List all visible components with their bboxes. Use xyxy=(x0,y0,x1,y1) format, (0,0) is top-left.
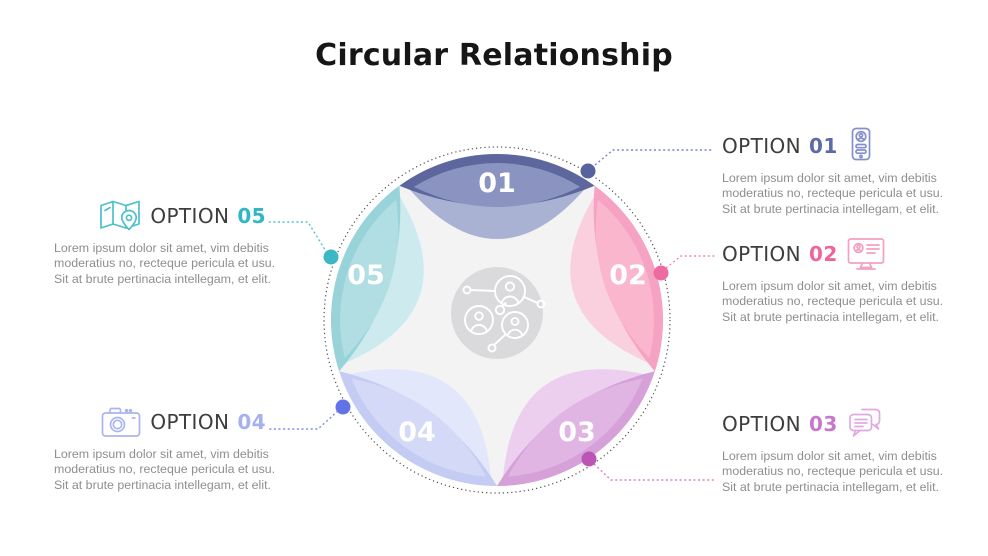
body-line: Sit at brute pertinacia intellegam, et e… xyxy=(54,477,271,492)
option-05-header: OPTION 05 xyxy=(48,196,266,236)
dotted-ring xyxy=(323,146,671,494)
option-01-number: 01 xyxy=(809,134,838,158)
petal-04 xyxy=(339,369,498,487)
petal-05 xyxy=(330,185,424,372)
option-04-block: OPTION 04 Lorem ipsum dolor sit amet, vi… xyxy=(48,402,276,493)
option-03-body: Lorem ipsum dolor sit amet, vim debitis … xyxy=(722,449,944,495)
body-line: Sit at brute pertinacia intellegam, et e… xyxy=(722,309,939,324)
option-01-block: OPTION 01 Lorem ipsum dolor sit amet, vi… xyxy=(722,126,944,217)
option-03-block: OPTION 03 Lorem ipsum dolor sit amet, vi… xyxy=(722,404,944,495)
body-line: Lorem ipsum dolor sit amet, vim debitis xyxy=(722,279,937,293)
body-line: moderatius no, recteque pericula et usu. xyxy=(722,294,944,309)
connector-01 xyxy=(594,149,712,166)
option-05-block: OPTION 05 Lorem ipsum dolor sit amet, vi… xyxy=(48,196,276,287)
option-03-label: OPTION xyxy=(722,412,802,436)
petal-05-mid xyxy=(340,199,399,358)
petal-number-04: 04 xyxy=(398,417,436,448)
option-02-number: 02 xyxy=(809,242,838,266)
option-04-number: 04 xyxy=(237,410,266,434)
body-line: moderatius no, recteque pericula et usu. xyxy=(722,464,944,479)
petal-01 xyxy=(399,153,595,239)
connector-dot-03 xyxy=(581,451,597,467)
connector-dot-04 xyxy=(335,399,351,415)
petal-number-05: 05 xyxy=(347,260,385,291)
option-02-block: OPTION 02 Lorem ipsum dolor sit amet, vi… xyxy=(722,234,944,325)
connector-03 xyxy=(593,463,716,481)
camera-icon xyxy=(101,407,141,437)
option-02-label: OPTION xyxy=(722,242,802,266)
page-title: Circular Relationship xyxy=(315,38,673,73)
option-03-number: 03 xyxy=(809,412,838,436)
body-line: Lorem ipsum dolor sit amet, vim debitis xyxy=(54,241,269,255)
option-02-body: Lorem ipsum dolor sit amet, vim debitis … xyxy=(722,279,944,325)
body-line: Sit at brute pertinacia intellegam, et e… xyxy=(722,201,939,216)
body-line: moderatius no, recteque pericula et usu. xyxy=(722,186,944,201)
option-04-label: OPTION xyxy=(150,410,230,434)
body-line: Lorem ipsum dolor sit amet, vim debitis xyxy=(722,171,937,185)
option-04-header: OPTION 04 xyxy=(48,402,266,442)
body-line: Lorem ipsum dolor sit amet, vim debitis xyxy=(54,447,269,461)
petal-number-01: 01 xyxy=(478,168,516,199)
body-line: moderatius no, recteque pericula et usu. xyxy=(54,256,276,271)
option-01-label: OPTION xyxy=(722,134,802,158)
option-04-body: Lorem ipsum dolor sit amet, vim debitis … xyxy=(54,447,276,493)
option-05-label: OPTION xyxy=(150,204,230,228)
connector-05 xyxy=(268,221,328,254)
connector-04 xyxy=(268,410,339,430)
contact-tablet-icon xyxy=(851,127,871,161)
monitor-profile-icon xyxy=(847,238,885,270)
option-01-body: Lorem ipsum dolor sit amet, vim debitis … xyxy=(722,171,944,217)
connector-dot-02 xyxy=(653,265,669,281)
petal-01-mid xyxy=(413,163,581,207)
map-pin-icon xyxy=(100,200,141,231)
connector-dot-01 xyxy=(580,163,596,179)
petal-number-03: 03 xyxy=(558,417,596,448)
body-line: moderatius no, recteque pericula et usu. xyxy=(54,462,276,477)
connector-lines xyxy=(268,149,716,481)
petal-number-02: 02 xyxy=(609,260,647,291)
option-05-number: 05 xyxy=(237,204,266,228)
chat-bubbles-icon xyxy=(848,408,881,437)
option-03-header: OPTION 03 xyxy=(722,404,934,444)
petal-03 xyxy=(496,369,655,487)
connector-02 xyxy=(665,255,715,269)
petal-03-mid xyxy=(507,378,643,477)
option-01-header: OPTION 01 xyxy=(722,126,934,166)
petal-04-mid xyxy=(351,378,487,477)
body-line: Sit at brute pertinacia intellegam, et e… xyxy=(54,271,271,286)
body-line: Lorem ipsum dolor sit amet, vim debitis xyxy=(722,449,937,463)
people-network-icon xyxy=(462,275,546,353)
petal-02-mid xyxy=(595,199,654,358)
petal-numbers: 01 02 03 04 05 xyxy=(347,168,647,448)
connector-dot-05 xyxy=(323,249,339,265)
option-02-header: OPTION 02 xyxy=(722,234,934,274)
body-line: Sit at brute pertinacia intellegam, et e… xyxy=(722,479,939,494)
petal-02 xyxy=(570,185,664,372)
option-05-body: Lorem ipsum dolor sit amet, vim debitis … xyxy=(54,241,276,287)
